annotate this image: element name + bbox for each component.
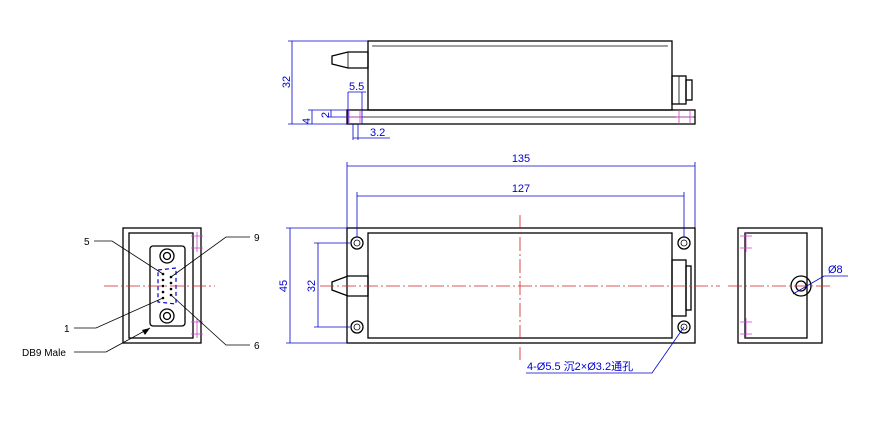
- pin5-label: 5: [84, 237, 90, 248]
- connector-label: DB9 Male: [22, 348, 66, 359]
- right-end-body: [744, 232, 808, 339]
- db9-screw-bottom: [159, 308, 175, 324]
- dim-2-text: 2: [320, 112, 332, 118]
- left-end-body: [128, 232, 194, 339]
- boss-dia-leader: [792, 275, 848, 295]
- dim-3-2-text: 3.2: [370, 127, 385, 139]
- pin9-leader: [170, 236, 250, 278]
- connector-leader-arrow: [142, 328, 150, 335]
- side-view: 32 5.5 4 2 3.2: [281, 40, 696, 140]
- boss-dia-text: Ø8: [828, 264, 843, 276]
- pin9-label: 9: [254, 233, 260, 244]
- top-view-hole-bl: [350, 320, 364, 334]
- connector-leader: [74, 327, 151, 353]
- top-view-hole-tl: [350, 236, 364, 250]
- left-end-flange: [122, 227, 202, 344]
- side-view-left-hole: [346, 110, 363, 124]
- left-end-hidden-hole-top: [191, 232, 203, 252]
- top-view-flange: [346, 227, 696, 344]
- dim-4-text: 4: [301, 118, 313, 124]
- side-view-nozzle: [331, 51, 369, 69]
- dim-32-side-text: 32: [281, 76, 293, 88]
- side-view-right-hole: [676, 110, 693, 124]
- right-end-view: Ø8: [728, 227, 848, 344]
- top-view-hole-tr: [677, 236, 691, 250]
- pin1-label: 1: [64, 324, 70, 335]
- dim-32-span-text: 32: [306, 280, 318, 292]
- top-view: 135 127 45 32 4-Ø5.5 沉2×Ø3.2通孔: [278, 153, 720, 374]
- top-view-connector-tip: [685, 265, 692, 311]
- left-end-view: 5 9 1 6 DB9 Male: [22, 227, 260, 359]
- dim-45-text: 45: [278, 280, 290, 292]
- right-end-hidden-hole-top: [740, 232, 752, 252]
- pin5-leader: [94, 240, 164, 275]
- side-view-connector-tip: [685, 79, 693, 101]
- dim-127-text: 127: [512, 183, 530, 195]
- dim-5-5-text: 5.5: [349, 81, 364, 93]
- top-view-hole-br: [677, 320, 691, 334]
- dim-135-text: 135: [512, 153, 530, 165]
- hole-note-leader: [526, 326, 685, 374]
- top-view-connector: [671, 259, 687, 317]
- pin1-leader: [74, 297, 164, 329]
- db9-screw-top: [159, 248, 175, 264]
- side-view-body: [367, 40, 673, 111]
- pin6-label: 6: [254, 341, 260, 352]
- hole-note-text: 4-Ø5.5 沉2×Ø3.2通孔: [527, 360, 633, 373]
- top-view-nozzle: [331, 275, 369, 297]
- right-end-hidden-hole-bottom: [740, 318, 752, 338]
- pin6-leader: [170, 294, 250, 346]
- right-end-flange: [737, 227, 823, 344]
